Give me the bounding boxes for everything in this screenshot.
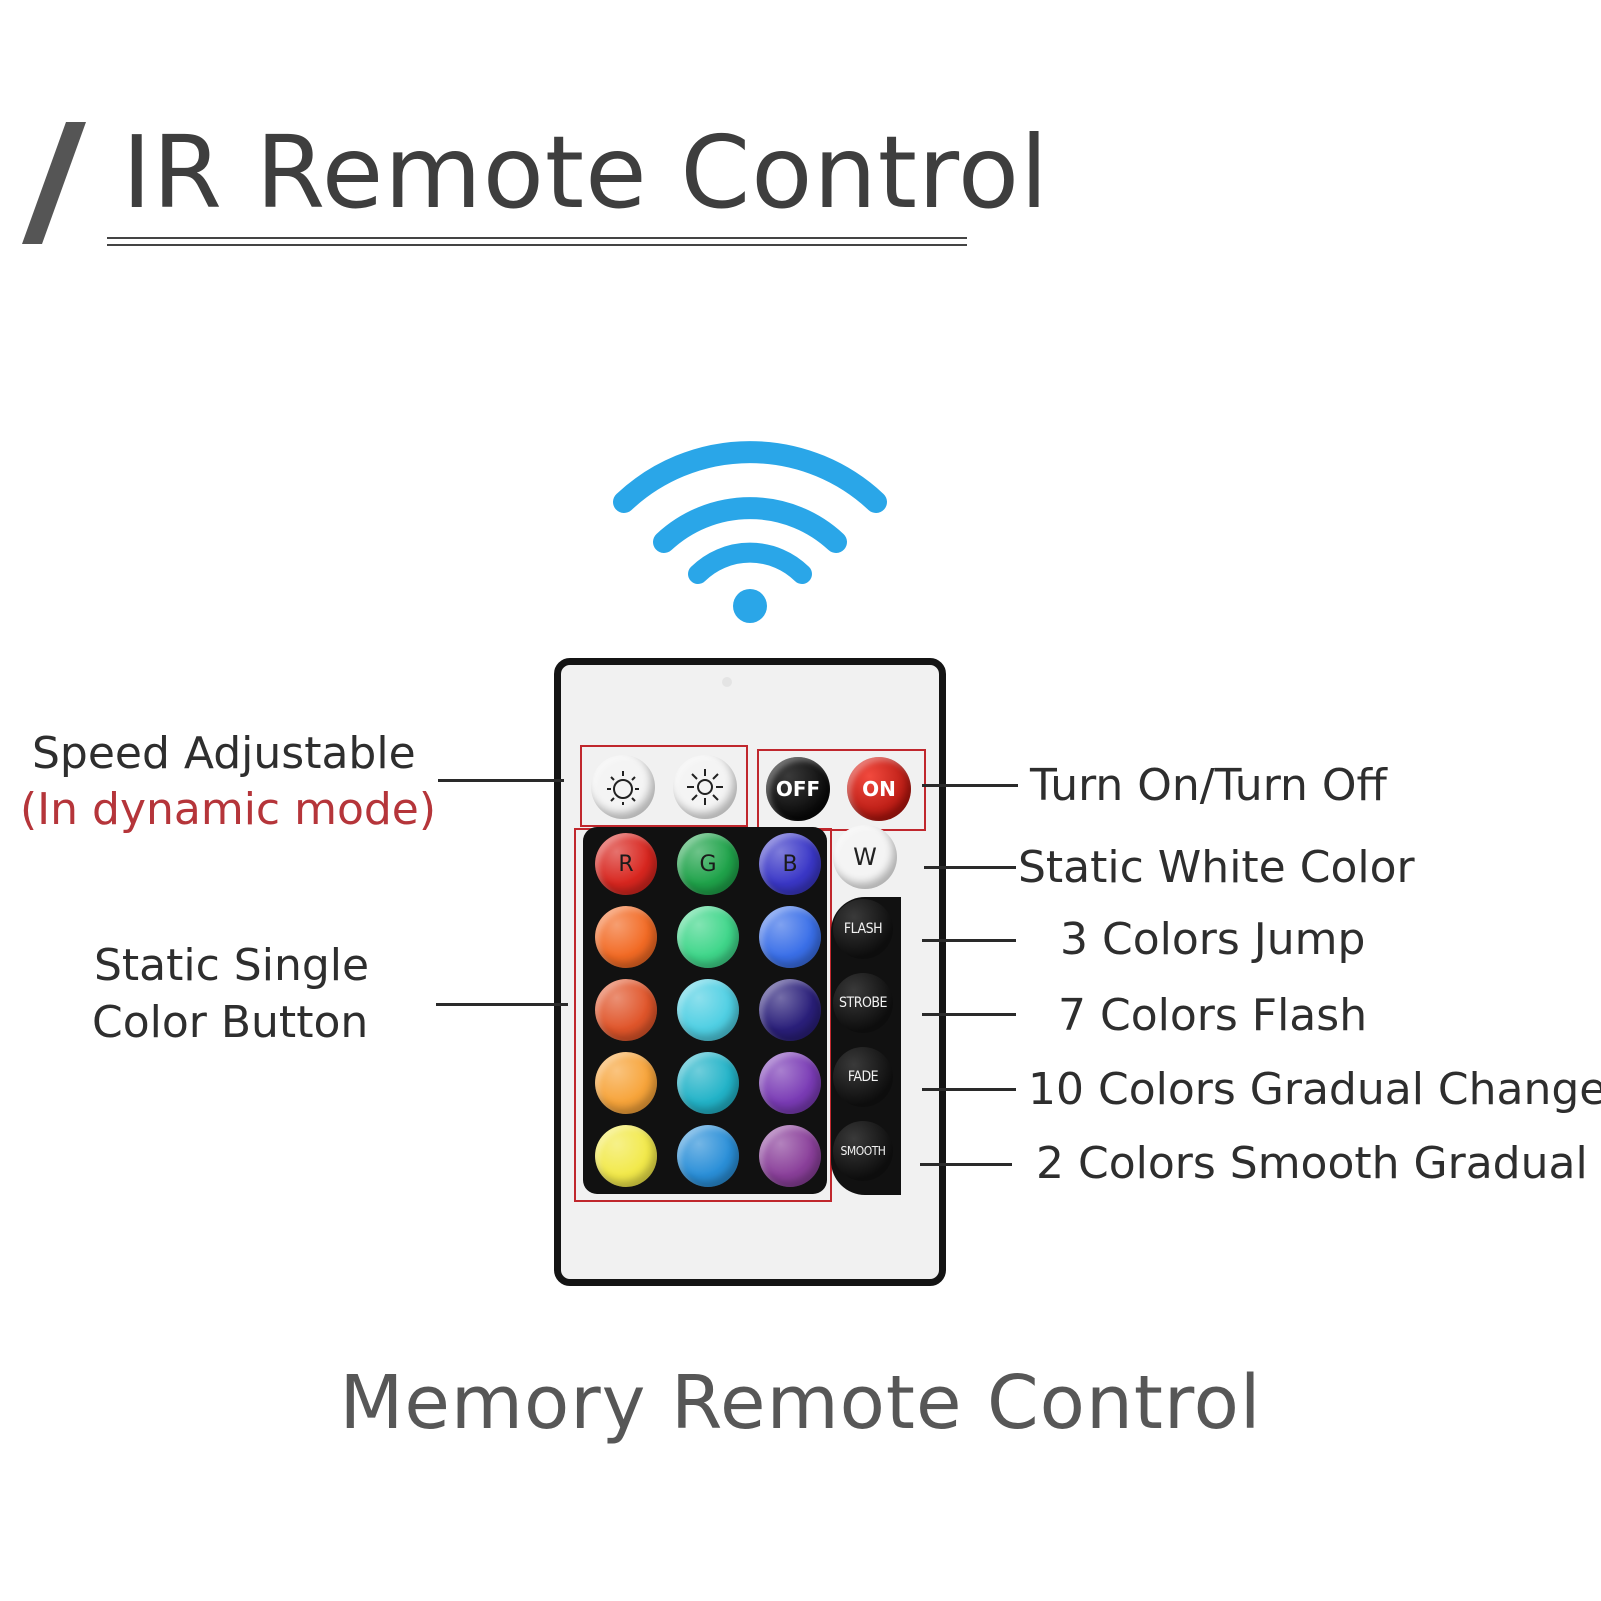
color-button-2-3[interactable] bbox=[759, 906, 821, 968]
color-button-3-1[interactable] bbox=[595, 979, 657, 1041]
leader-white bbox=[924, 866, 1016, 869]
sun-small-icon bbox=[607, 771, 639, 805]
white-label: W bbox=[853, 843, 877, 871]
flash-label: FLASH bbox=[843, 921, 883, 937]
color-button-1-1[interactable]: R bbox=[595, 833, 657, 895]
callout-fade: 10 Colors Gradual Change bbox=[1028, 1064, 1601, 1115]
off-label: OFF bbox=[775, 777, 821, 801]
leader-smooth bbox=[920, 1163, 1012, 1166]
speed-highlight-box bbox=[580, 745, 748, 827]
flash-button[interactable]: FLASH bbox=[833, 899, 893, 959]
color-button-5-3[interactable] bbox=[759, 1125, 821, 1187]
power-highlight-box bbox=[757, 749, 926, 831]
leader-onoff bbox=[922, 784, 1018, 787]
color-button-1-3[interactable]: B bbox=[759, 833, 821, 895]
strobe-label: STROBE bbox=[839, 995, 887, 1011]
wifi-signal-icon bbox=[613, 441, 887, 623]
smooth-button[interactable]: SMOOTH bbox=[833, 1121, 893, 1181]
callout-speed: Speed Adjustable bbox=[32, 728, 416, 779]
color-button-1-2[interactable]: G bbox=[677, 833, 739, 895]
slash-icon bbox=[22, 122, 86, 244]
callout-strobe: 7 Colors Flash bbox=[1058, 990, 1368, 1041]
on-label: ON bbox=[862, 777, 896, 801]
leader-single bbox=[436, 1003, 568, 1006]
footer-caption: Memory Remote Control bbox=[339, 1360, 1262, 1446]
color-button-4-2[interactable] bbox=[677, 1052, 739, 1114]
callout-white: Static White Color bbox=[1018, 842, 1415, 893]
off-button[interactable]: OFF bbox=[766, 757, 830, 821]
leader-speed bbox=[438, 779, 564, 782]
page-title: IR Remote Control bbox=[122, 114, 1049, 231]
color-button-4-1[interactable] bbox=[595, 1052, 657, 1114]
leader-flash bbox=[922, 939, 1016, 942]
smooth-label: SMOOTH bbox=[840, 1144, 886, 1158]
b-label: B bbox=[782, 851, 798, 877]
color-button-4-3[interactable] bbox=[759, 1052, 821, 1114]
leader-strobe bbox=[922, 1013, 1016, 1016]
color-button-3-2[interactable] bbox=[677, 979, 739, 1041]
color-button-3-3[interactable] bbox=[759, 979, 821, 1041]
color-button-5-1[interactable] bbox=[595, 1125, 657, 1187]
callout-flash: 3 Colors Jump bbox=[1060, 914, 1366, 965]
white-button[interactable]: W bbox=[833, 825, 897, 889]
fade-button[interactable]: FADE bbox=[833, 1047, 893, 1107]
remote-control: OFF ON R G B W FLASH STROBE FADE SMOOTH bbox=[554, 658, 946, 1286]
on-button[interactable]: ON bbox=[847, 757, 911, 821]
callout-onoff: Turn On/Turn Off bbox=[1030, 760, 1387, 811]
speed-up-button[interactable] bbox=[673, 755, 737, 819]
sun-large-icon bbox=[687, 769, 723, 805]
title-underline bbox=[107, 237, 967, 239]
strobe-button[interactable]: STROBE bbox=[833, 973, 893, 1033]
color-button-5-2[interactable] bbox=[677, 1125, 739, 1187]
callout-speed-note: (In dynamic mode) bbox=[20, 784, 437, 835]
color-button-2-2[interactable] bbox=[677, 906, 739, 968]
speed-down-button[interactable] bbox=[591, 755, 655, 819]
fade-label: FADE bbox=[847, 1069, 879, 1085]
callout-smooth: 2 Colors Smooth Gradual bbox=[1036, 1138, 1588, 1189]
leader-fade bbox=[922, 1088, 1016, 1091]
g-label: G bbox=[699, 851, 717, 877]
title-underline-2 bbox=[107, 244, 967, 246]
color-button-2-1[interactable] bbox=[595, 906, 657, 968]
r-label: R bbox=[618, 851, 634, 877]
callout-single-line2: Color Button bbox=[92, 997, 369, 1048]
callout-single-line1: Static Single bbox=[94, 940, 370, 991]
ir-emitter bbox=[722, 677, 732, 687]
